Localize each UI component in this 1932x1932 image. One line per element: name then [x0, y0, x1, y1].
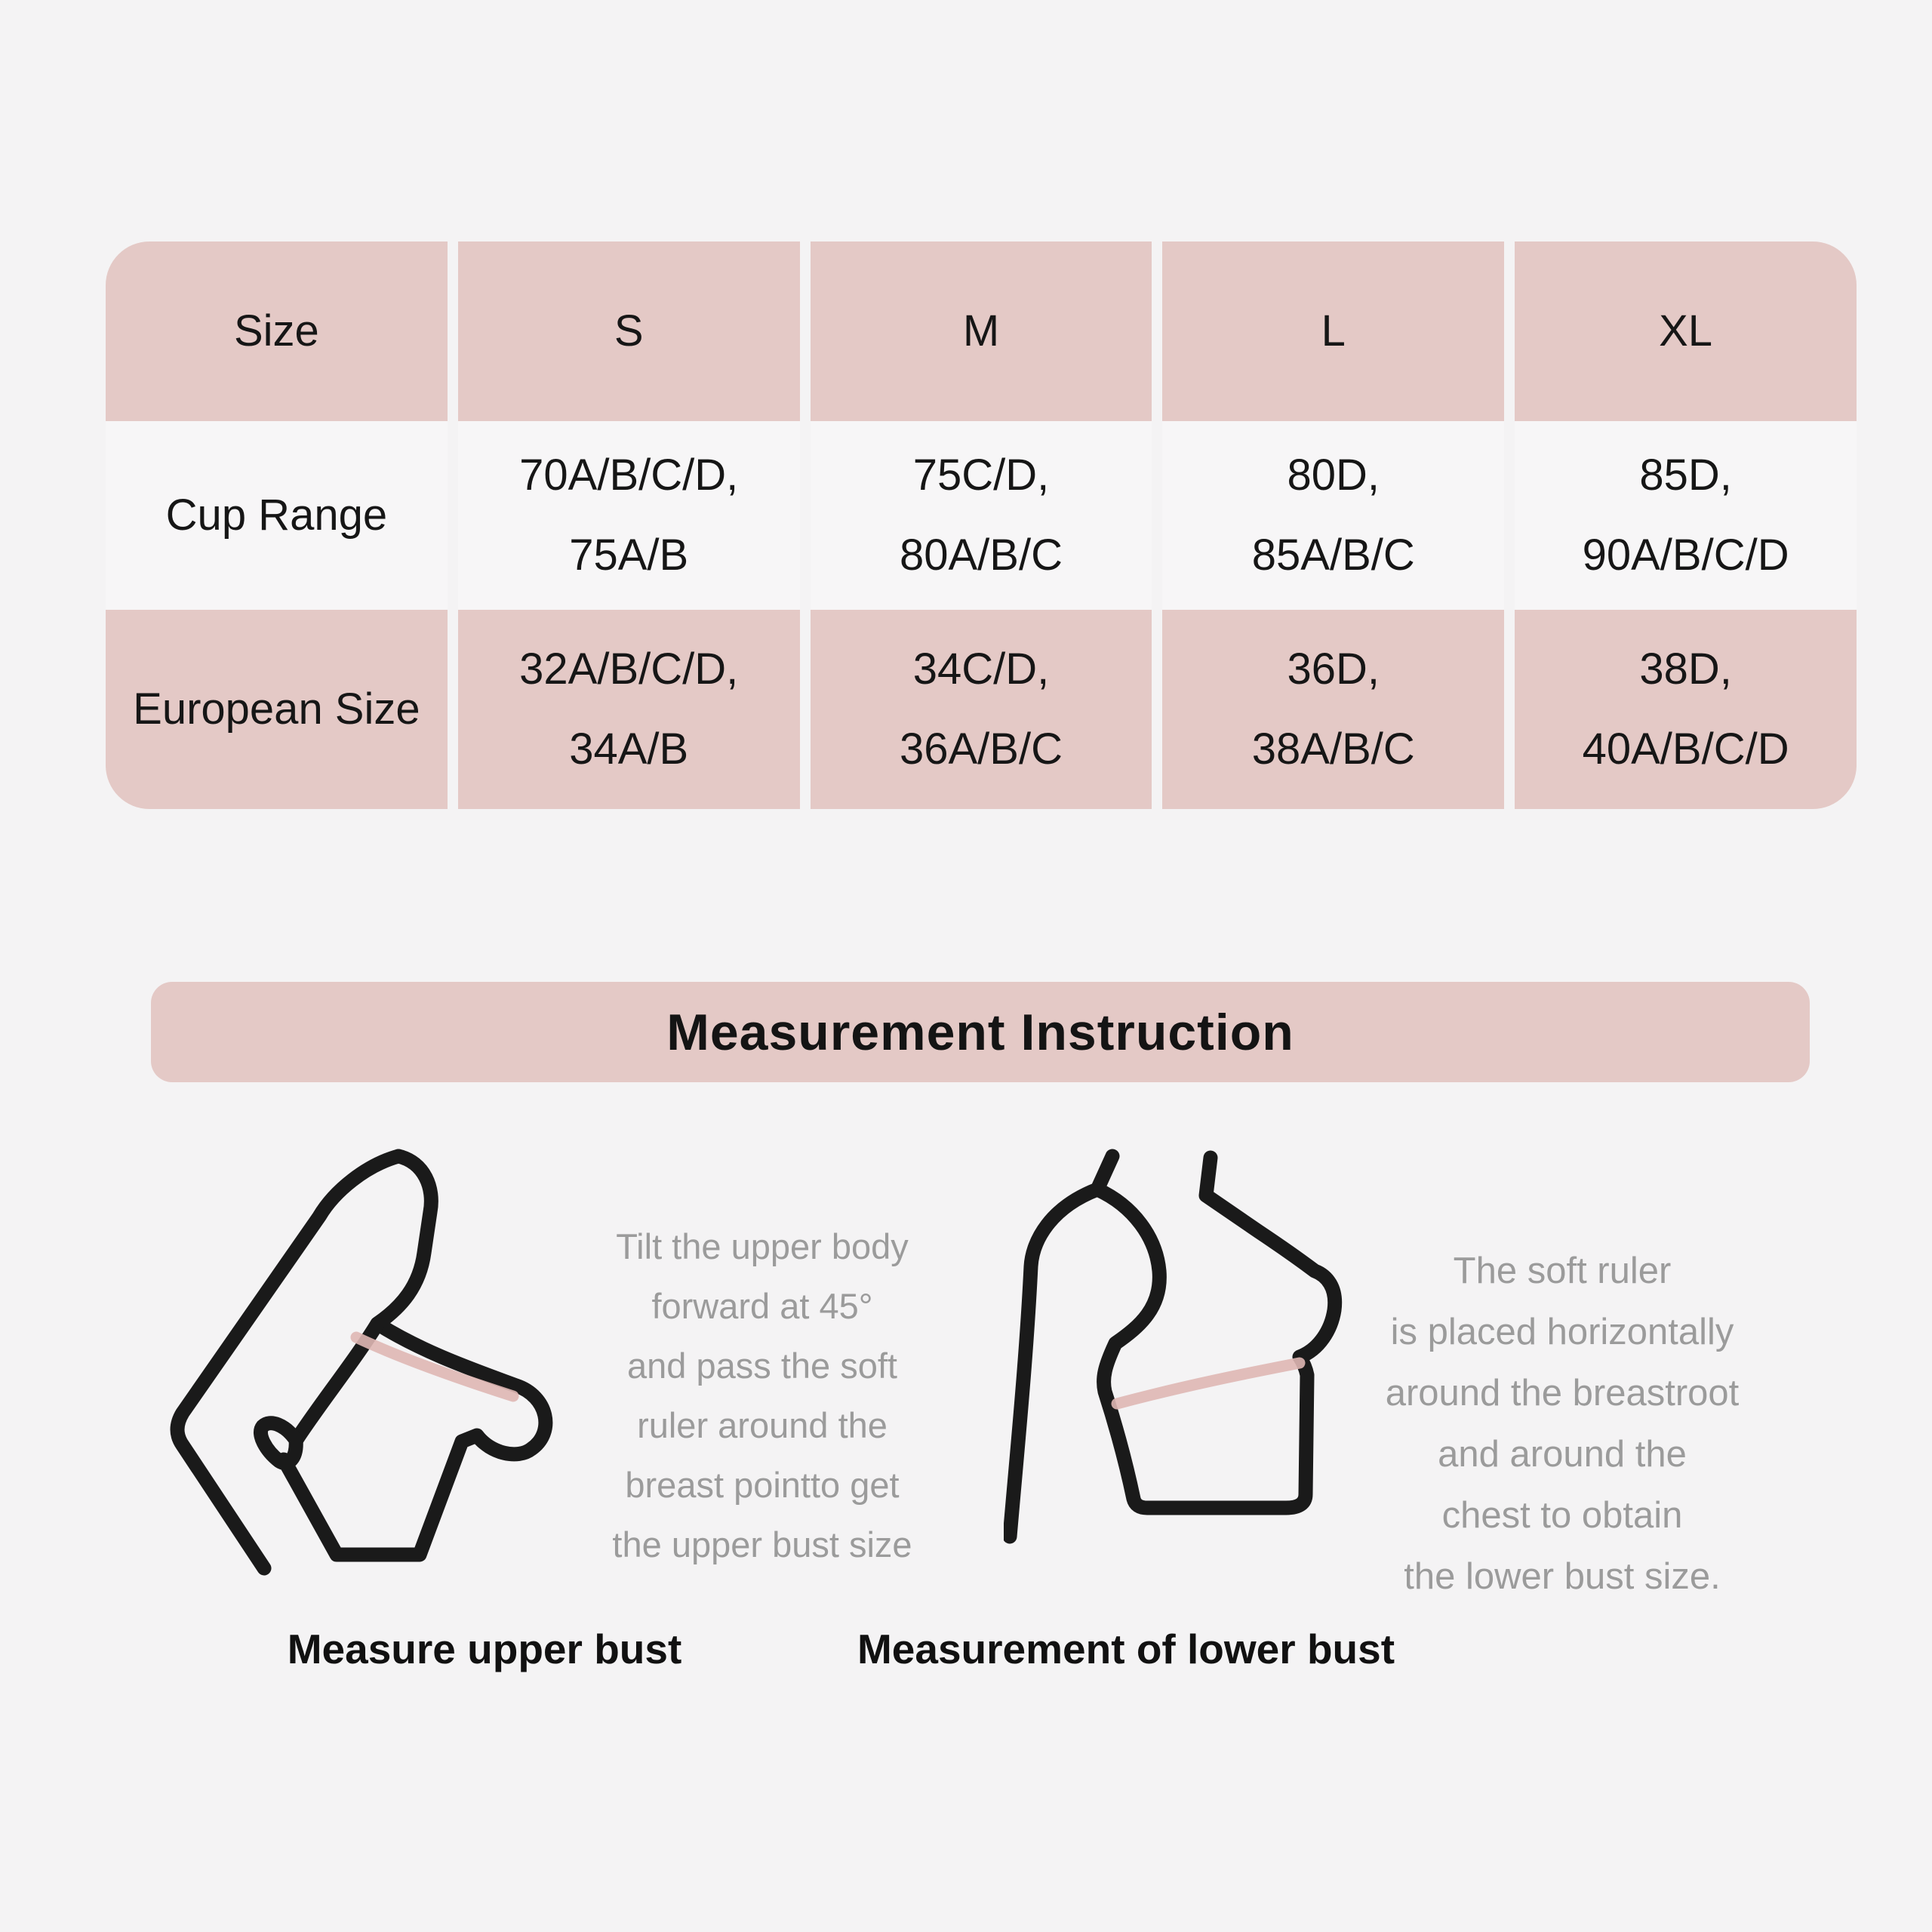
row-label-european-size: European Size — [106, 610, 448, 809]
instruction-line: breast pointto get — [625, 1465, 900, 1505]
cell-line: 36A/B/C — [899, 724, 1063, 774]
cell-line: 85D, — [1639, 451, 1732, 500]
instruction-line: Tilt the upper body — [616, 1226, 909, 1266]
upper-bust-instruction-text: Tilt the upper body forward at 45° and p… — [596, 1217, 928, 1574]
cell-cup-l: 80D, 85A/B/C — [1162, 421, 1505, 610]
table-header-m: M — [810, 242, 1152, 421]
row-label: Cup Range — [165, 491, 388, 540]
cell-line: 85A/B/C — [1251, 531, 1415, 580]
cell-euro-s: 32A/B/C/D, 34A/B — [457, 610, 800, 809]
instruction-line: and pass the soft — [627, 1346, 897, 1386]
instruction-line: is placed horizontally — [1390, 1312, 1734, 1352]
row-label: European Size — [133, 685, 420, 734]
measure-upper-bust-figure — [170, 1149, 553, 1576]
upper-bust-caption: Measure upper bust — [287, 1626, 682, 1672]
table-header-xl: XL — [1515, 242, 1857, 421]
header-label: S — [614, 306, 644, 355]
figure-back-and-arm-line — [170, 1149, 406, 1576]
instruction-line: The soft ruler — [1453, 1251, 1672, 1291]
figure-torso-breast-line — [1090, 1150, 1343, 1515]
banner-title: Measurement Instruction — [666, 1003, 1294, 1061]
instruction-line: around the breastroot — [1385, 1373, 1740, 1414]
cell-line: 36D, — [1287, 645, 1380, 694]
instruction-line: ruler around the — [637, 1405, 888, 1445]
instruction-line: the lower bust size. — [1404, 1556, 1721, 1597]
header-label: L — [1321, 306, 1346, 355]
measure-lower-bust-figure — [1004, 1149, 1343, 1544]
measuring-tape-line — [350, 1331, 519, 1402]
cell-line: 38D, — [1639, 645, 1732, 694]
cell-cup-m: 75C/D, 80A/B/C — [810, 421, 1152, 610]
cell-line: 40A/B/C/D — [1582, 724, 1789, 774]
measurement-instruction-banner: Measurement Instruction — [151, 982, 1810, 1082]
instruction-line: forward at 45° — [651, 1286, 873, 1326]
table-header-size: Size — [106, 242, 448, 421]
cell-line: 34C/D, — [912, 645, 1050, 694]
instruction-line: and around the — [1438, 1434, 1687, 1475]
table-header-s: S — [457, 242, 800, 421]
cell-cup-xl: 85D, 90A/B/C/D — [1515, 421, 1857, 610]
header-label: M — [962, 306, 1000, 355]
table-header-l: L — [1162, 242, 1505, 421]
instruction-line: the upper bust size — [612, 1524, 912, 1564]
instruction-line: chest to obtain — [1441, 1495, 1683, 1536]
figure-neck-shoulder-arm-line — [1004, 1149, 1120, 1544]
cell-euro-l: 36D, 38A/B/C — [1162, 610, 1505, 809]
size-table: Size S M L XL Cup Range 70A/B/C/D, 75A/B… — [106, 242, 1857, 809]
cell-euro-xl: 38D, 40A/B/C/D — [1515, 610, 1857, 809]
lower-bust-caption: Measurement of lower bust — [857, 1626, 1395, 1672]
figure-hand-shape — [254, 1416, 303, 1470]
cell-cup-s: 70A/B/C/D, 75A/B — [457, 421, 800, 610]
cell-line: 34A/B — [569, 724, 689, 774]
cell-line: 90A/B/C/D — [1582, 531, 1789, 580]
header-label: Size — [233, 306, 319, 355]
cell-line: 38A/B/C — [1251, 724, 1415, 774]
cell-line: 80A/B/C — [899, 531, 1063, 580]
figure-head-chest-breast-line — [276, 1149, 553, 1562]
cell-line: 80D, — [1287, 451, 1380, 500]
row-label-cup-range: Cup Range — [106, 421, 448, 610]
cell-line: 75C/D, — [912, 451, 1050, 500]
measuring-tape-line — [1111, 1357, 1306, 1410]
lower-bust-instruction-text: The soft ruler is placed horizontally ar… — [1366, 1241, 1758, 1607]
cell-line: 70A/B/C/D, — [519, 451, 739, 500]
figure-front-arm-line — [290, 1316, 385, 1446]
header-label: XL — [1659, 306, 1713, 355]
cell-euro-m: 34C/D, 36A/B/C — [810, 610, 1152, 809]
cell-line: 75A/B — [569, 531, 689, 580]
cell-line: 32A/B/C/D, — [519, 645, 739, 694]
